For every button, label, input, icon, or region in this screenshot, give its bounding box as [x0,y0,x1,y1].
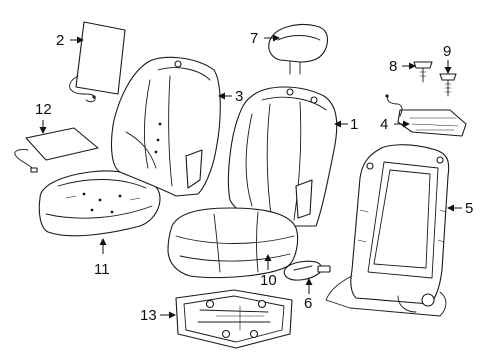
callout-4: 4 [380,116,388,133]
part-8-screw [413,61,433,83]
callout-10: 10 [260,272,277,289]
callout-9: 9 [443,43,451,60]
callout-2: 2 [56,32,64,49]
callout-1: 1 [350,116,358,133]
part-1-seatback-cover [227,86,338,227]
part-13-seat-frame [175,289,293,349]
part-3-seatback-pad [110,56,221,197]
part-6-adjuster-handle [283,260,331,281]
part-2-seatback-panel [69,21,126,103]
part-4-lumbar-support [385,94,467,137]
callout-13: 13 [140,307,157,324]
callout-6: 6 [304,295,312,312]
part-12-heater-pad [14,127,99,173]
callout-labels: 1 2 3 4 5 6 7 8 9 10 11 12 13 [35,30,473,324]
callout-8: 8 [389,58,397,75]
part-7-headrest [268,23,329,75]
part-5-seatback-frame [325,144,450,317]
callout-3: 3 [235,88,243,105]
callout-12: 12 [35,101,52,118]
callout-5: 5 [465,200,473,217]
callout-11: 11 [94,261,110,278]
part-9-bolt [439,73,457,97]
leader-lines [39,34,462,319]
part-10-cushion-cover [167,207,299,279]
callout-7: 7 [250,30,258,47]
part-11-cushion-pad [38,170,161,237]
